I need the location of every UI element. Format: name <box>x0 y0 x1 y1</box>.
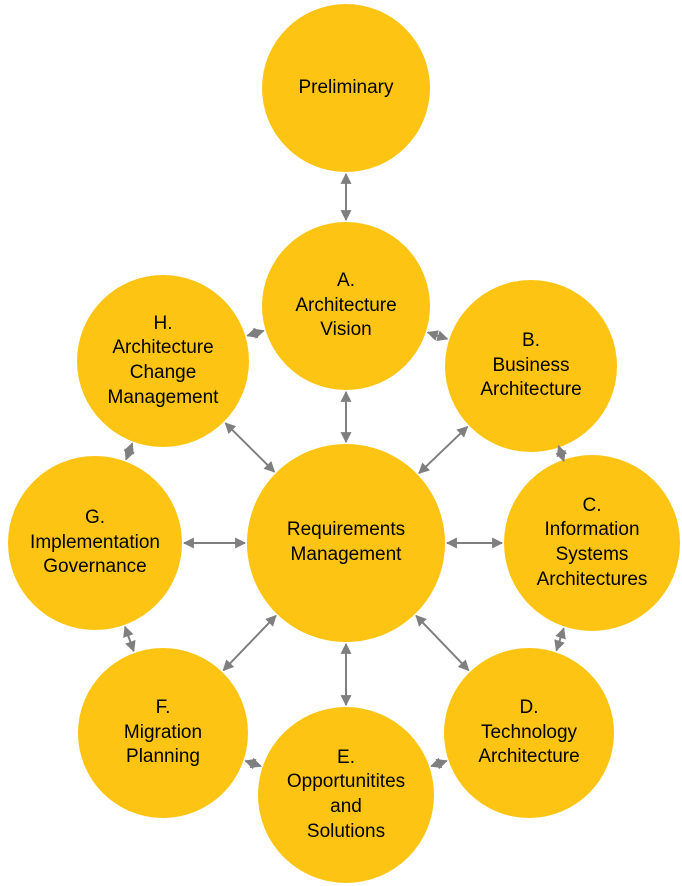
edge-h-requirements <box>224 422 276 473</box>
edge-a-b <box>426 330 449 342</box>
edge-f-g <box>123 625 136 653</box>
node-h-architecture-change-management: H. Architecture Change Management <box>77 275 249 447</box>
node-letter: G. <box>84 506 106 528</box>
node-requirements-management: Requirements Management <box>247 444 445 642</box>
node-label: Opportunitites and Solutions <box>286 771 406 842</box>
node-letter: D. <box>519 696 539 718</box>
edge-b-requirements <box>418 426 469 474</box>
edge-g-h <box>123 442 135 461</box>
node-c-information-systems-architectures: C. Information Systems Architectures <box>504 455 680 631</box>
edge-d-requirements <box>415 614 470 672</box>
node-d-technology-architecture: D. Technology Architecture <box>444 648 614 818</box>
node-b-business-architecture: B. Business Architecture <box>445 280 617 452</box>
node-letter: B. <box>522 329 540 351</box>
node-label: Technology Architecture <box>478 721 580 768</box>
node-letter: A. <box>337 269 355 291</box>
node-preliminary: Preliminary <box>262 4 430 172</box>
node-label: Architecture Change Management <box>107 337 219 408</box>
node-label: Information Systems Architectures <box>536 519 648 590</box>
edge-h-a <box>246 327 265 339</box>
node-e-opportunities-and-solutions: E. Opportunitites and Solutions <box>258 707 434 883</box>
node-g-implementation-governance: G. Implementation Governance <box>8 456 182 630</box>
node-label: Requirements Management <box>286 519 406 565</box>
node-letter: C. <box>582 494 602 516</box>
node-letter: H. <box>153 312 173 334</box>
node-label: Implementation Governance <box>30 531 160 578</box>
edge-f-requirements <box>222 614 277 672</box>
edge-e-f <box>244 757 262 770</box>
node-letter: E. <box>337 746 355 768</box>
edge-d-e <box>430 757 448 770</box>
node-label: Preliminary <box>298 76 394 98</box>
edge-c-d <box>554 627 566 652</box>
node-label: Architecture Vision <box>295 294 397 341</box>
node-label: Migration Planning <box>123 721 203 768</box>
node-label: Business Architecture <box>480 354 582 401</box>
node-f-migration-planning: F. Migration Planning <box>78 648 248 818</box>
node-letter: F. <box>155 696 171 718</box>
node-a-architecture-vision: A. Architecture Vision <box>262 222 430 390</box>
